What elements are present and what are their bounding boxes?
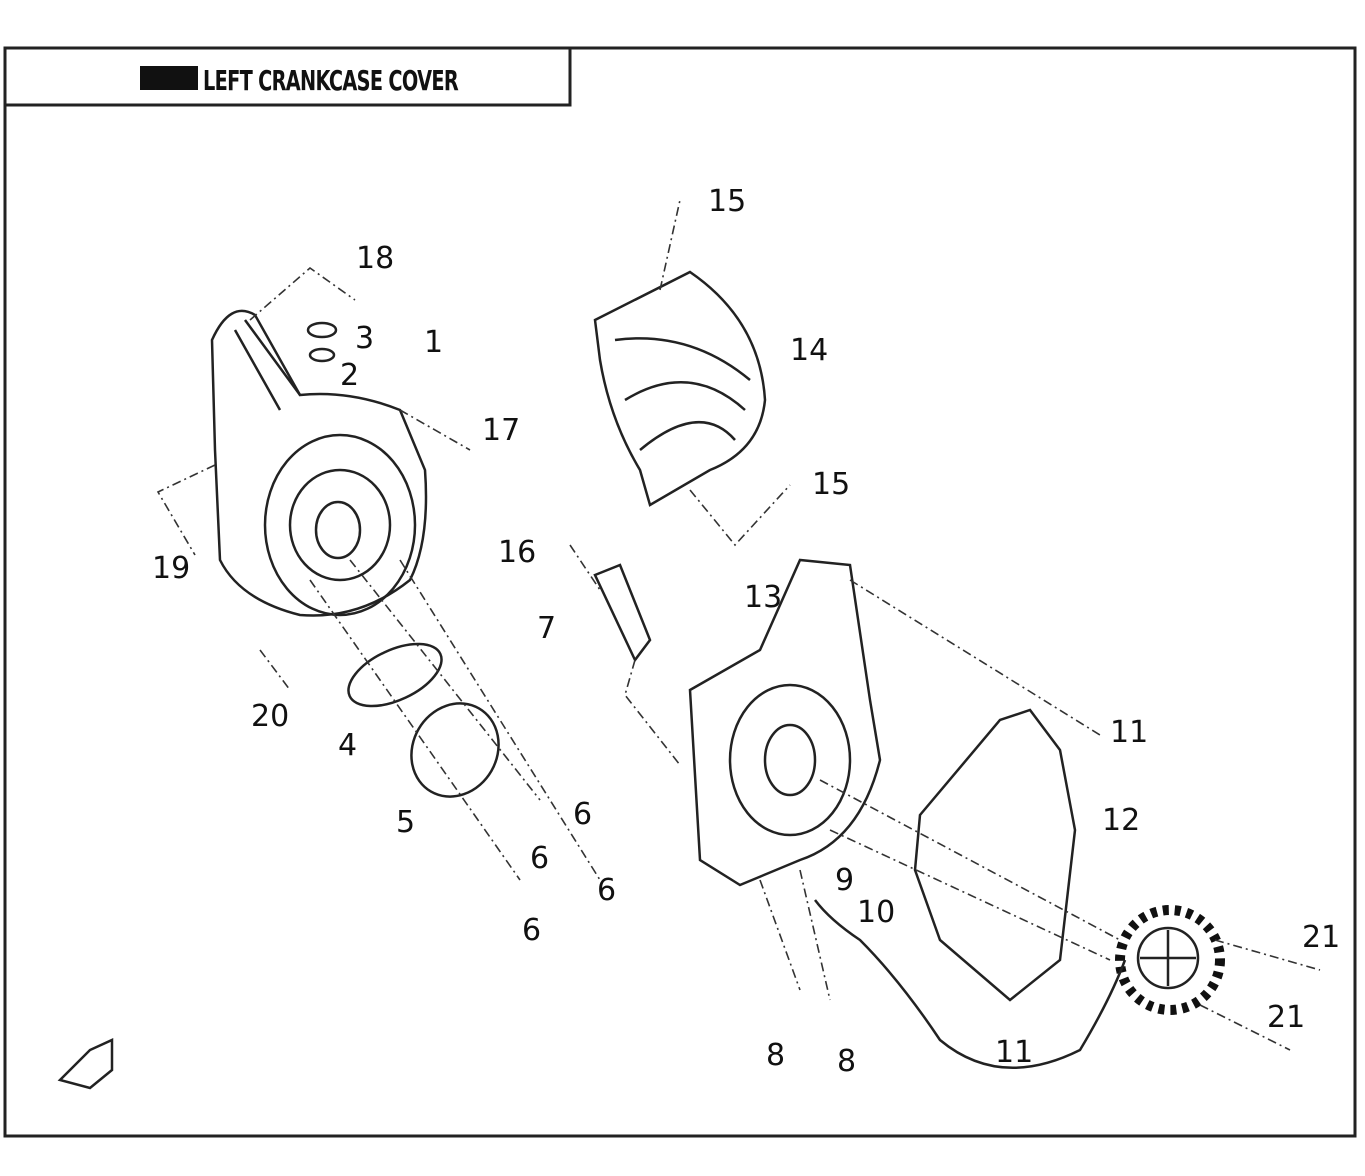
o-ring-part [308, 347, 336, 363]
stator-housing-part [688, 558, 882, 887]
callouts: 18 3 2 1 17 19 20 4 5 6 6 6 6 15 14 15 1… [152, 184, 1340, 1079]
title-prefix-glyphs [140, 66, 198, 90]
cover-14-part [593, 270, 767, 507]
title-box [3, 46, 572, 107]
callout: 15 [812, 467, 850, 502]
wire-harness [814, 899, 1127, 1070]
callout: 11 [1110, 715, 1148, 750]
callout: 6 [597, 873, 616, 908]
callout: 17 [482, 413, 520, 448]
callout: 10 [857, 895, 895, 930]
callout: 8 [837, 1044, 856, 1079]
callout: 21 [1302, 920, 1340, 955]
plug-part [306, 321, 338, 339]
callout: 13 [744, 580, 782, 615]
callout: 19 [152, 551, 190, 586]
diagram-title: LEFT CRANKCASE COVER [203, 64, 458, 97]
left-crankcase-cover-part [210, 309, 428, 617]
callout: 6 [530, 841, 549, 876]
callout: 4 [338, 728, 357, 763]
callout: 2 [340, 358, 359, 393]
callout: 8 [766, 1038, 785, 1073]
callout: 9 [835, 863, 854, 898]
callout: 15 [708, 184, 746, 219]
callout: 6 [522, 913, 541, 948]
callout: 3 [355, 321, 374, 356]
callout: 18 [356, 241, 394, 276]
callout: 5 [396, 805, 415, 840]
callout: 21 [1267, 1000, 1305, 1035]
front-arrow-icon [57, 1038, 114, 1090]
callout: 6 [573, 797, 592, 832]
assembly-lines [156, 199, 1321, 1051]
callout: 12 [1102, 803, 1140, 838]
bracket-7-part [593, 563, 652, 663]
callout: 20 [251, 699, 289, 734]
callout: 11 [995, 1035, 1033, 1070]
cover-14-ribs [614, 337, 751, 451]
callout: 1 [424, 325, 443, 360]
callout: 7 [537, 611, 556, 646]
diagram-frame [3, 46, 1357, 1138]
cap-5-part [410, 702, 500, 798]
o-ring-4-part [347, 642, 443, 708]
callout: 14 [790, 333, 828, 368]
gasket-12-part [913, 708, 1077, 1002]
stator-part [1115, 905, 1225, 1015]
callout: 16 [498, 535, 536, 570]
